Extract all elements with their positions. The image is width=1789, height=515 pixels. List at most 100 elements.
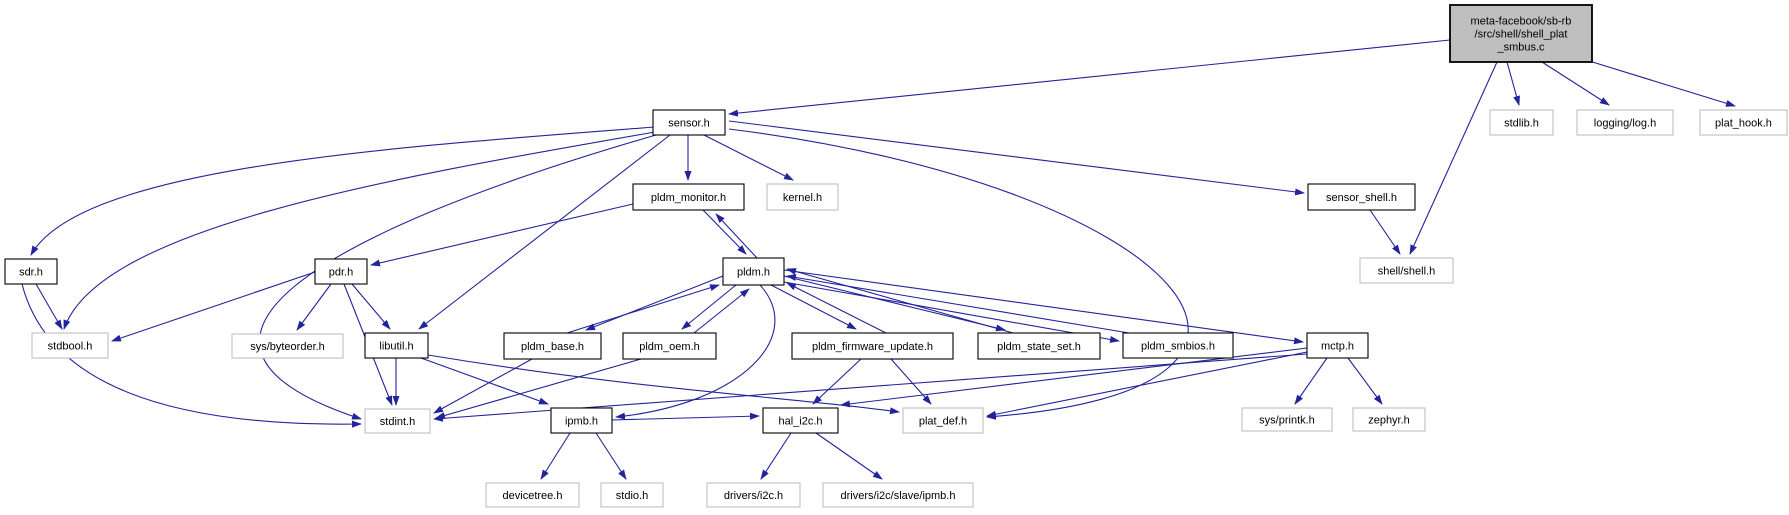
node-stdint-label: stdint.h <box>380 416 415 428</box>
node-pldm_base-box[interactable] <box>503 332 602 360</box>
node-pldm_monitor-label: pldm_monitor.h <box>651 192 726 204</box>
node-mctp-box[interactable] <box>1306 332 1369 359</box>
node-devicetree-label: devicetree.h <box>503 490 563 502</box>
edge-pldm_fw-to-hal_i2c <box>812 358 862 405</box>
edge-pldm_base-to-stdint <box>433 358 533 414</box>
node-plat_def-box <box>902 407 984 434</box>
node-pldm-box[interactable] <box>722 257 785 286</box>
node-devicetree-box <box>485 482 580 508</box>
node-pldm_state-label: pldm_state_set.h <box>997 341 1081 353</box>
edge-sensor_shell-to-shell_shell <box>1369 209 1401 255</box>
node-sdr[interactable]: sdr.h <box>4 258 58 285</box>
edge-root-to-sensor <box>728 39 1451 117</box>
edge-root-to-shell_shell <box>1409 61 1498 255</box>
node-pldm_oem[interactable]: pldm_oem.h <box>622 332 717 360</box>
node-sensor-label: sensor.h <box>668 118 710 130</box>
node-pldm[interactable]: pldm.h <box>722 257 785 286</box>
edge-mctp-to-sys_printk <box>1294 357 1328 405</box>
node-kernel-box <box>766 183 839 211</box>
node-stdio: stdio.h <box>600 482 664 508</box>
node-libutil[interactable]: libutil.h <box>364 332 429 359</box>
node-pdr[interactable]: pdr.h <box>314 258 368 285</box>
edge-libutil-to-ipmb <box>420 357 549 405</box>
node-sensor_shell-box[interactable] <box>1307 183 1416 211</box>
node-logging_log-label: logging/log.h <box>1594 118 1656 130</box>
edge-sensor-to-stdbool <box>63 131 656 330</box>
edge-pldm_monitor-to-pdr <box>370 203 634 267</box>
edge-ipmb-to-devicetree <box>540 432 571 480</box>
node-stdio-box <box>600 482 664 508</box>
edge-sensor-to-libutil <box>418 134 671 330</box>
node-ipmb-box[interactable] <box>550 407 613 434</box>
node-pldm_oem-box[interactable] <box>622 332 717 360</box>
edge-pldm-to-mctp <box>783 269 1304 345</box>
node-libutil-box[interactable] <box>364 332 429 359</box>
edge-root-to-plat_hook <box>1585 59 1736 107</box>
node-pldm_fw-box[interactable] <box>791 332 954 360</box>
node-pldm_state[interactable]: pldm_state_set.h <box>977 332 1101 360</box>
node-plat_def: plat_def.h <box>902 407 984 434</box>
edge-pldm_fw-to-pldm <box>786 282 887 334</box>
node-shell_shell-label: shell/shell.h <box>1378 266 1435 278</box>
edge-hal_i2c-to-drivers_i2c <box>760 432 792 480</box>
node-sys_printk-box <box>1241 407 1333 432</box>
node-logging_log-box <box>1576 109 1674 136</box>
node-plat_def-label: plat_def.h <box>919 416 967 428</box>
edge-root-to-logging_log <box>1541 61 1610 106</box>
node-libutil-label: libutil.h <box>379 341 413 353</box>
node-sensor_shell[interactable]: sensor_shell.h <box>1307 183 1416 211</box>
node-hal_i2c-box[interactable] <box>762 407 839 434</box>
node-plat_hook-box <box>1699 109 1788 136</box>
edge-ipmb-to-stdio <box>595 432 627 480</box>
edge-pldm_state-to-pldm <box>786 268 1014 334</box>
node-logging_log: logging/log.h <box>1576 109 1674 136</box>
node-sensor[interactable]: sensor.h <box>652 109 726 136</box>
node-stdio-label: stdio.h <box>616 490 648 502</box>
node-pldm_smbios-box[interactable] <box>1122 332 1234 359</box>
node-sys_byteorder-box <box>231 333 344 359</box>
edge-hal_i2c-to-drivers_ipmb <box>815 432 883 480</box>
node-pldm_base[interactable]: pldm_base.h <box>503 332 602 360</box>
edge-mctp-to-zephyr <box>1347 357 1383 405</box>
edge-sdr-to-stdbool <box>35 283 63 330</box>
node-pldm_fw[interactable]: pldm_firmware_update.h <box>791 332 954 360</box>
node-drivers_ipmb-box <box>822 482 974 508</box>
node-pldm-label: pldm.h <box>737 267 770 279</box>
node-sdr-label: sdr.h <box>19 267 43 279</box>
edge-pdr-to-stdbool <box>111 271 316 342</box>
node-stdlib: stdlib.h <box>1489 109 1554 136</box>
node-stdint: stdint.h <box>364 408 431 434</box>
edge-pldm_monitor-to-pldm <box>702 209 747 255</box>
node-ipmb[interactable]: ipmb.h <box>550 407 613 434</box>
node-stdbool: stdbool.h <box>31 332 109 359</box>
node-pdr-box[interactable] <box>314 258 368 285</box>
node-stdlib-label: stdlib.h <box>1504 118 1539 130</box>
node-root-box <box>1449 4 1593 63</box>
node-drivers_ipmb-label: drivers/i2c/slave/ipmb.h <box>841 490 956 502</box>
node-mctp[interactable]: mctp.h <box>1306 332 1369 359</box>
node-sensor-box[interactable] <box>652 109 726 136</box>
node-pldm_monitor[interactable]: pldm_monitor.h <box>632 183 745 211</box>
edge-pldm-to-pldm_state <box>783 275 1006 332</box>
node-sdr-box[interactable] <box>4 258 58 285</box>
edge-ipmb-to-hal_i2c <box>611 412 760 421</box>
node-plat_hook: plat_hook.h <box>1699 109 1788 136</box>
node-pldm_monitor-box[interactable] <box>632 183 745 211</box>
edge-pdr-to-libutil <box>351 283 391 330</box>
edge-pldm_oem-to-stdint <box>435 358 642 419</box>
node-kernel: kernel.h <box>766 183 839 211</box>
node-pldm_state-box[interactable] <box>977 332 1101 360</box>
edge-pldm-to-pldm_oem <box>681 284 737 330</box>
node-zephyr-box <box>1352 407 1426 432</box>
edge-sensor-to-sdr <box>30 126 656 256</box>
node-pldm_oem-label: pldm_oem.h <box>639 341 700 353</box>
edge-pdr-to-sys_byteorder <box>296 283 332 331</box>
edge-sdr-to-stdint <box>21 283 362 428</box>
node-root-label: meta-facebook/sb-rb/src/shell/shell_plat… <box>1471 16 1572 54</box>
node-zephyr: zephyr.h <box>1352 407 1426 432</box>
node-pldm_smbios[interactable]: pldm_smbios.h <box>1122 332 1234 359</box>
node-pldm_fw-label: pldm_firmware_update.h <box>812 341 933 353</box>
node-hal_i2c[interactable]: hal_i2c.h <box>762 407 839 434</box>
